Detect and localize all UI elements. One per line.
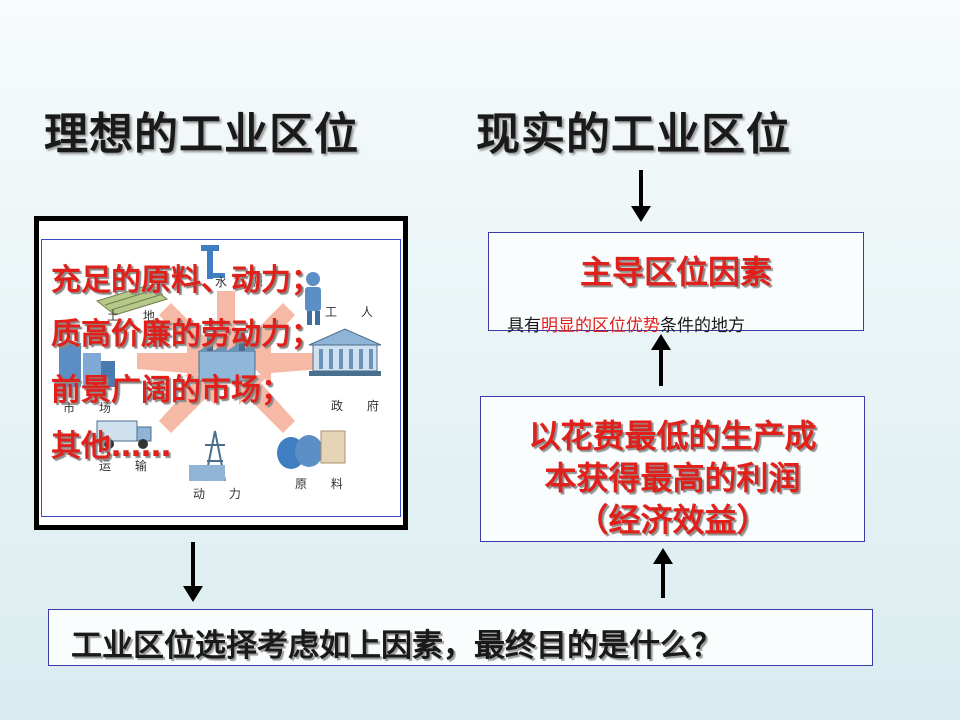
arrow-up-icon (651, 334, 671, 386)
subtitle-highlight: 明显的区位优势 (541, 316, 660, 336)
question-box: 工业区位选择考虑如上因素，最终目的是什么？ (48, 609, 873, 666)
ideal-location-diagram: 土 地 水 源 工 人 政 府 市 场 运 输 动 力 原 料 充足的原料、动力… (34, 216, 408, 530)
factor-line-1: 充足的原料、动力； (51, 263, 321, 298)
title-ideal-location: 理想的工业区位 (44, 109, 359, 160)
label-market: 市 场 (63, 401, 121, 415)
label-power: 动 力 (193, 487, 251, 501)
economic-line-1: 以花费最低的生产成 (528, 417, 817, 455)
subtitle-prefix: 具有 (507, 316, 541, 336)
subtitle-suffix: 条件的地方 (660, 316, 745, 336)
label-government: 政 府 (331, 399, 389, 413)
factor-line-3: 前景广阔的市场； (51, 373, 291, 408)
label-land: 土 地 (107, 309, 165, 323)
arrow-up-icon (653, 548, 673, 598)
label-material: 原 料 (295, 477, 353, 491)
title-real-location: 现实的工业区位 (476, 109, 791, 160)
label-transport: 运 输 (99, 459, 157, 473)
factory-factors-illustration (59, 245, 382, 482)
dominant-factor-title: 主导区位因素 (579, 253, 772, 291)
economic-line-2: 本获得最高的利润 (544, 459, 801, 497)
arrow-down-icon (183, 542, 203, 602)
question-text: 工业区位选择考虑如上因素，最终目的是什么？ (71, 628, 722, 664)
dominant-factor-box: 主导区位因素 具有明显的区位优势条件的地方 (488, 232, 864, 336)
arrow-down-icon (631, 170, 651, 222)
economic-line-3: （经济效益） (576, 501, 769, 539)
factor-line-2: 质高价廉的劳动力； (51, 317, 321, 352)
label-water: 水 源 (215, 275, 273, 289)
label-worker: 工 人 (325, 305, 383, 319)
economic-benefit-box: 以花费最低的生产成 本获得最高的利润 （经济效益） (480, 396, 865, 542)
dominant-factor-subtitle: 具有明显的区位优势条件的地方 (507, 311, 745, 336)
factor-line-4: 其他…… (51, 429, 171, 464)
